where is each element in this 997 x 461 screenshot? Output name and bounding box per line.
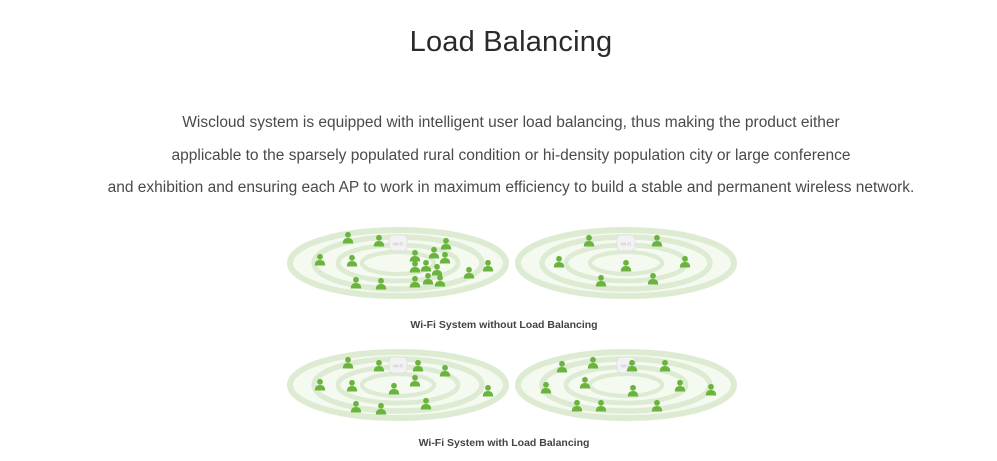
person-icon: [571, 399, 583, 412]
access-point-icon: Wi-Fi: [388, 234, 408, 252]
description-line-1: Wiscloud system is equipped with intelli…: [182, 114, 840, 131]
person-icon: [428, 246, 440, 259]
access-point-icon: Wi-Fi: [388, 356, 408, 374]
signal-ring: [359, 371, 437, 399]
person-icon: [375, 277, 387, 290]
person-icon: [373, 234, 385, 247]
person-icon: [540, 381, 552, 394]
description-line-2: applicable to the sparsely populated rur…: [171, 146, 851, 164]
signal-ring: [587, 371, 665, 399]
person-icon: [375, 402, 387, 415]
description-line-3: and exhibition and ensuring each AP to w…: [107, 179, 915, 196]
person-icon: [463, 266, 475, 279]
person-icon: [587, 356, 599, 369]
person-icon: [679, 255, 691, 268]
person-icon: [434, 274, 446, 287]
access-point-label: Wi-Fi: [621, 364, 632, 369]
person-icon: [482, 259, 494, 272]
description: Wiscloud system is equipped with intelli…: [0, 107, 997, 205]
person-icon: [595, 274, 607, 287]
panel-with-right: Wi-Fi: [515, 349, 737, 421]
access-point-label: Wi-Fi: [621, 242, 632, 247]
person-icon: [422, 272, 434, 285]
person-icon: [556, 360, 568, 373]
person-icon: [412, 359, 424, 372]
access-point-label: Wi-Fi: [393, 242, 404, 247]
person-icon: [431, 263, 443, 276]
signal-ring: [587, 249, 665, 277]
access-point-label: Wi-Fi: [393, 364, 404, 369]
person-icon: [659, 359, 671, 372]
person-icon: [409, 249, 421, 262]
person-icon: [651, 399, 663, 412]
person-icon: [346, 254, 358, 267]
person-icon: [346, 379, 358, 392]
person-icon: [482, 384, 494, 397]
signal-ring: [515, 349, 737, 421]
person-icon: [350, 276, 362, 289]
person-icon: [388, 382, 400, 395]
person-icon: [314, 378, 326, 391]
person-icon: [314, 253, 326, 266]
person-icon: [626, 359, 638, 372]
signal-ring: [515, 227, 737, 299]
person-icon: [409, 374, 421, 387]
caption-with-load-balancing: Wi-Fi System with Load Balancing: [418, 437, 590, 449]
person-icon: [409, 275, 421, 288]
caption-without-load-balancing: Wi-Fi System without Load Balancing: [410, 319, 598, 331]
signal-ring: [359, 249, 437, 277]
person-icon: [373, 359, 385, 372]
person-icon: [705, 383, 717, 396]
person-icon: [350, 400, 362, 413]
person-icon: [583, 234, 595, 247]
person-icon: [342, 356, 354, 369]
person-icon: [595, 399, 607, 412]
access-point-icon: Wi-Fi: [616, 234, 636, 252]
person-icon: [553, 255, 565, 268]
person-icon: [674, 379, 686, 392]
person-icon: [439, 251, 451, 264]
panel-without-left: Wi-Fi: [287, 227, 509, 299]
person-icon: [620, 259, 632, 272]
person-icon: [420, 259, 432, 272]
person-icon: [409, 260, 421, 273]
signal-ring: [287, 349, 509, 421]
signal-ring: [287, 227, 509, 299]
person-icon: [342, 231, 354, 244]
person-icon: [651, 234, 663, 247]
panel-with-left: Wi-Fi: [287, 349, 509, 421]
person-icon: [439, 364, 451, 377]
person-icon: [647, 272, 659, 285]
person-icon: [579, 376, 591, 389]
person-icon: [627, 384, 639, 397]
person-icon: [420, 397, 432, 410]
person-icon: [440, 237, 452, 250]
panel-without-right: Wi-Fi: [515, 227, 737, 299]
page-title: Load Balancing: [409, 26, 613, 58]
